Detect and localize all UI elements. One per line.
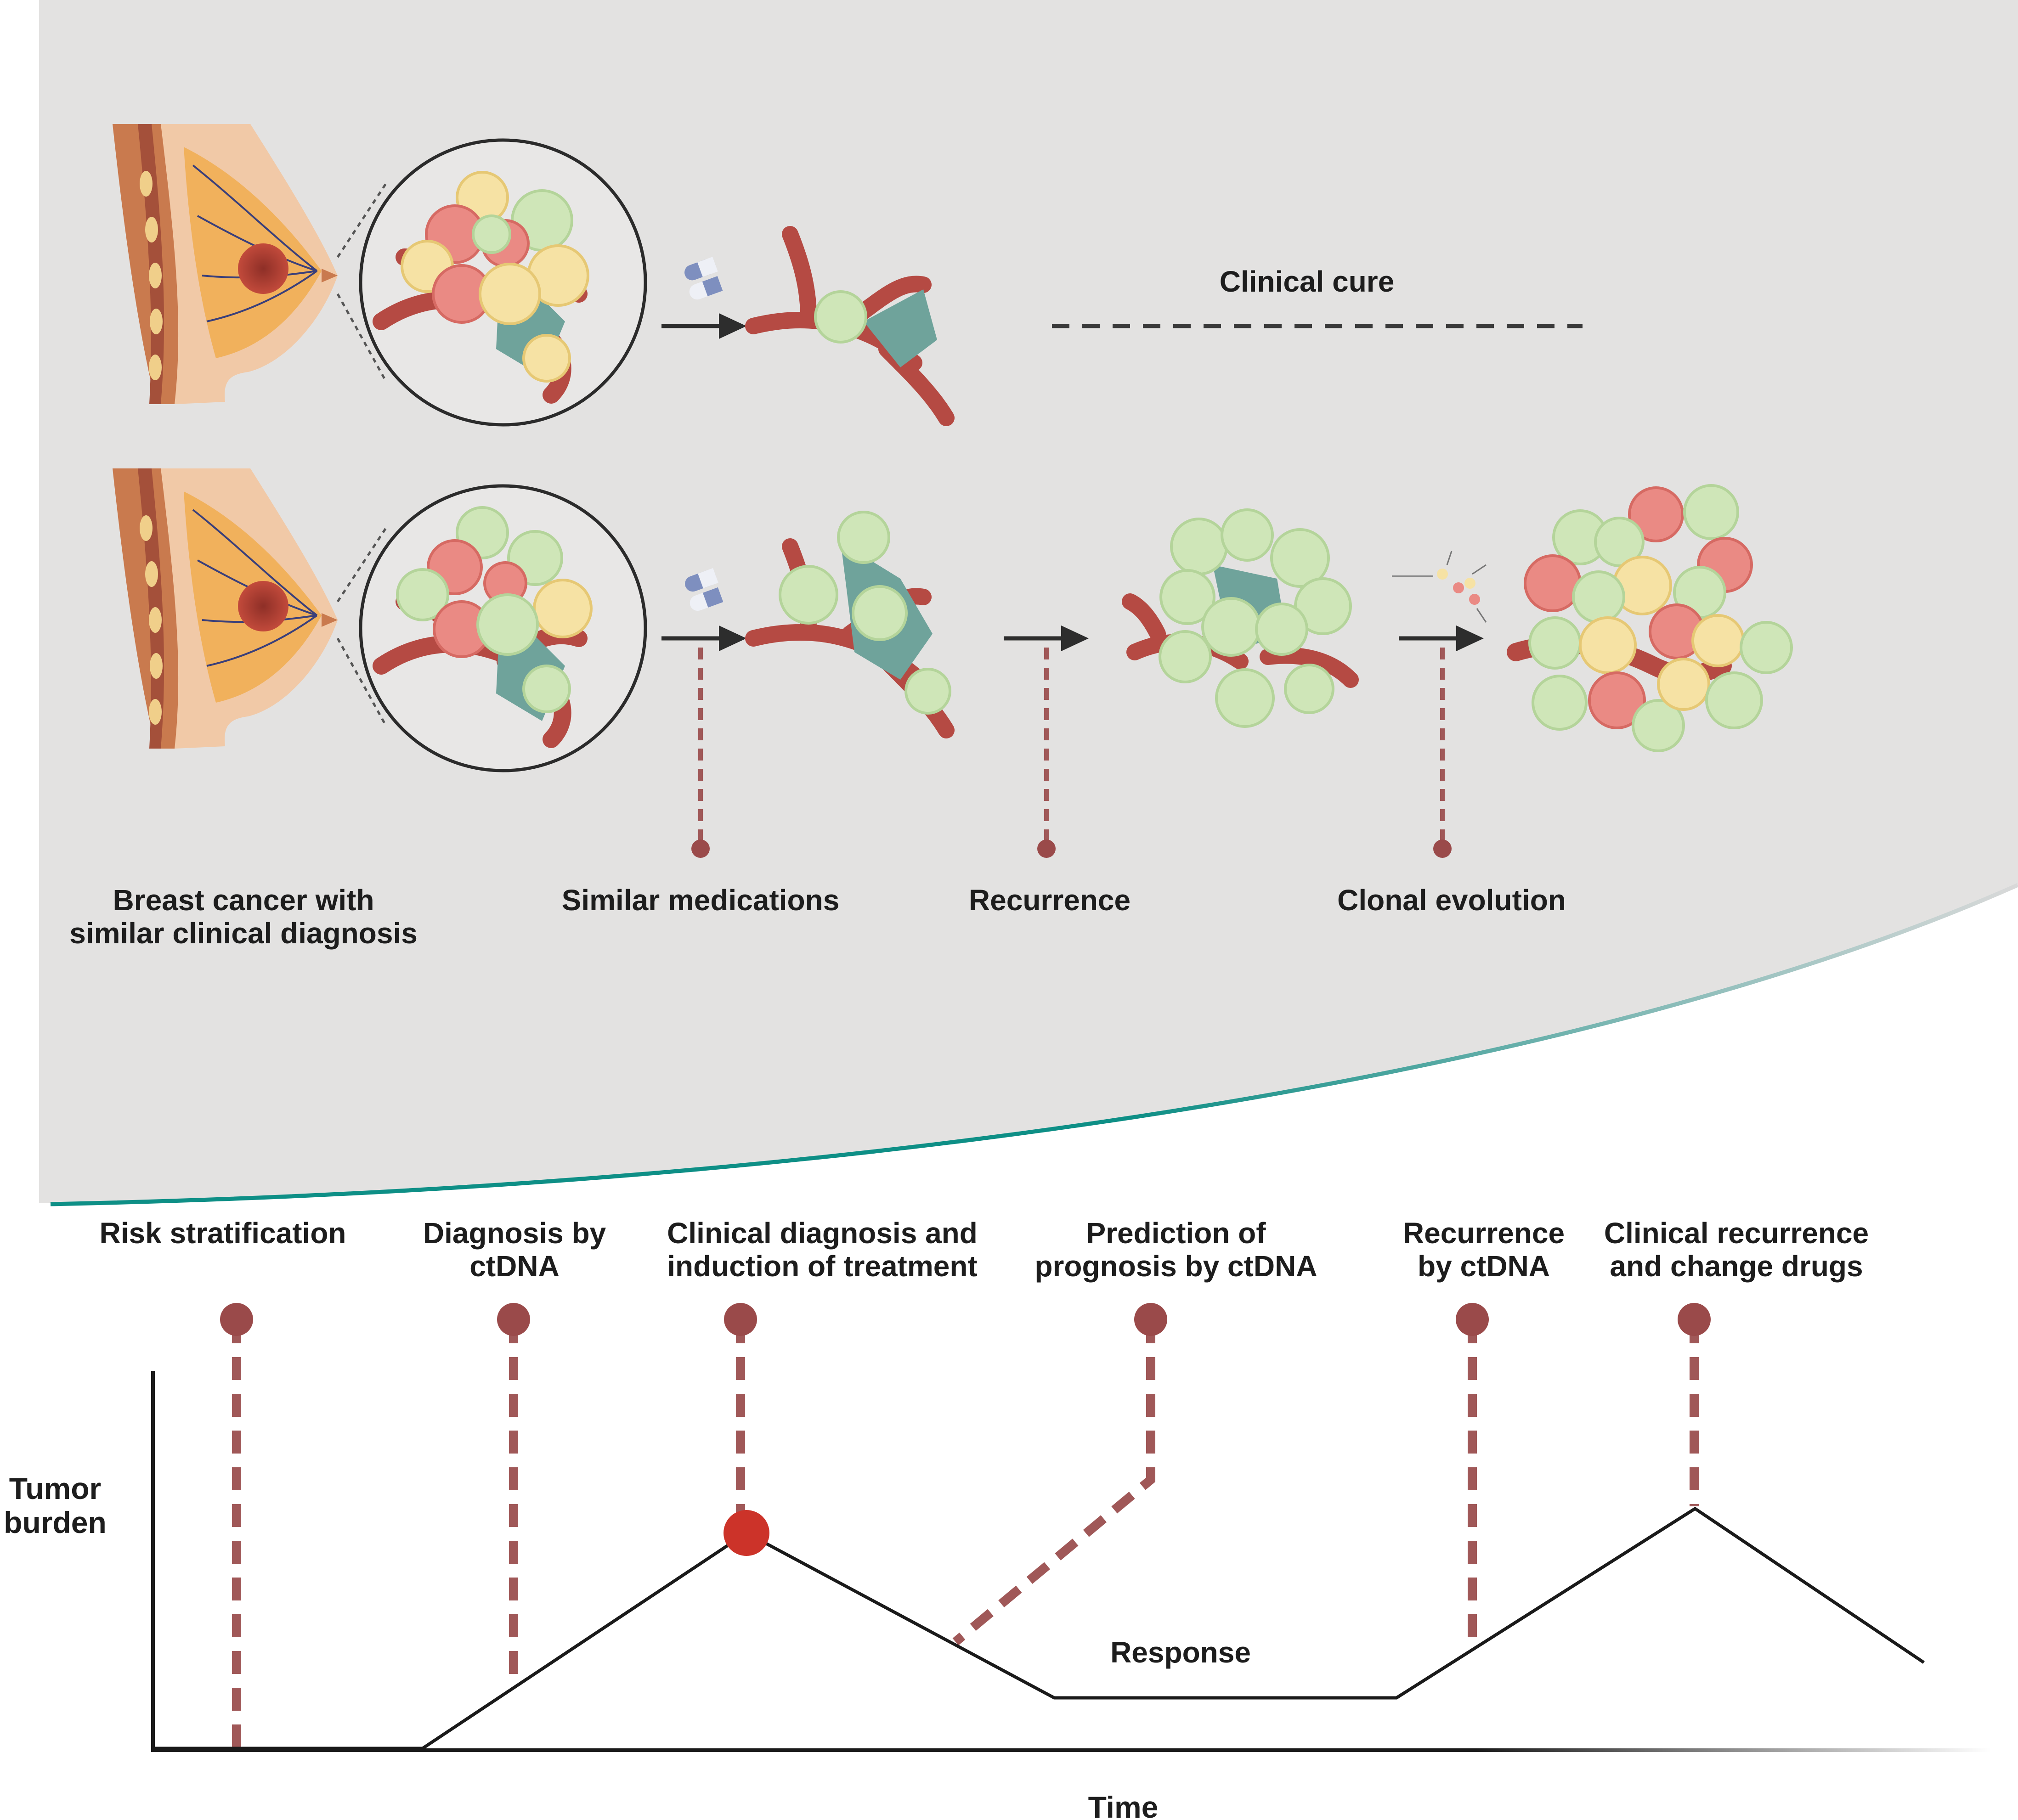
event-label-recurrence-ctdna-line2: by ctDNA <box>1417 1249 1550 1283</box>
event-label-risk-stratification-line1: Risk stratification <box>99 1217 346 1250</box>
event-label-recurrence-ctdna: Recurrence by ctDNA <box>1346 1217 1622 1283</box>
curve-label-response: Response <box>1110 1636 1251 1669</box>
y-axis-label-line2: burden <box>4 1505 107 1539</box>
event-label-diagnosis-ctdna: Diagnosis by ctDNA <box>377 1217 652 1283</box>
event-stem-risk-stratification <box>220 1303 253 1750</box>
x-axis-label: Time <box>1088 1790 1159 1820</box>
arrow-recurrence <box>1004 625 1089 651</box>
event-stem-clinical-diagnosis <box>724 1303 757 1516</box>
event-label-clinical-recurrence-line2: and change drugs <box>1610 1249 1863 1283</box>
breast-cancer-label-line2: similar clinical diagnosis <box>69 916 418 950</box>
event-label-risk-stratification: Risk stratification <box>62 1217 384 1250</box>
evolved-tumor-illustration <box>1507 484 1793 752</box>
pill-icon-top <box>684 257 723 300</box>
x-axis <box>153 1748 1990 1752</box>
breast-cancer-label-line1: Breast cancer with <box>113 884 374 917</box>
marker-similar-medications <box>691 648 710 858</box>
clonal-evolution-label: Clonal evolution <box>1337 884 1566 917</box>
event-label-clinical-diagnosis-line2: induction of treatment <box>667 1249 978 1283</box>
event-stem-prognosis-ctdna <box>952 1303 1167 1645</box>
similar-medications-label: Similar medications <box>561 884 840 917</box>
arrow-clonal-evolution <box>1399 625 1484 651</box>
clinical-cure-label: Clinical cure <box>1220 265 1395 298</box>
arrow-similar-medications <box>661 625 746 651</box>
event-label-diagnosis-ctdna-line2: ctDNA <box>469 1249 560 1283</box>
y-axis-label-line1: Tumor <box>9 1471 102 1505</box>
event-label-clinical-diagnosis-line1: Clinical diagnosis and <box>667 1217 978 1250</box>
clinical-diagnosis-point <box>724 1510 769 1556</box>
event-label-prognosis-ctdna-line2: prognosis by ctDNA <box>1034 1249 1317 1283</box>
event-label-clinical-recurrence-line1: Clinical recurrence <box>1604 1217 1869 1250</box>
breast-illustration-top <box>113 124 338 404</box>
event-label-recurrence-ctdna-line1: Recurrence <box>1402 1217 1565 1250</box>
zoom-line-bottom-lower <box>336 637 387 727</box>
panel-edge-curve <box>50 883 2018 1206</box>
event-label-clinical-recurrence: Clinical recurrence and change drugs <box>1576 1217 1897 1283</box>
recurrence-label: Recurrence <box>968 884 1131 917</box>
event-stem-clinical-recurrence <box>1678 1303 1711 1506</box>
treated-vessel-top <box>745 226 955 426</box>
event-label-prognosis-ctdna-line1: Prediction of <box>1086 1217 1266 1250</box>
y-axis-label: Tumor burden <box>0 1471 110 1540</box>
tumor-burden-curve <box>153 1506 1925 1750</box>
recurrent-tumor-illustration <box>1122 508 1359 728</box>
mutation-sparkle-icon <box>1392 551 1487 623</box>
zoom-line-top-lower <box>336 293 387 382</box>
breast-cancer-label: Breast cancer with similar clinical diag… <box>28 884 459 950</box>
event-label-clinical-diagnosis: Clinical diagnosis and induction of trea… <box>639 1217 1006 1283</box>
arrow-top-treatment <box>661 313 746 339</box>
marker-recurrence <box>1037 648 1056 858</box>
event-label-diagnosis-ctdna-line1: Diagnosis by <box>423 1217 606 1250</box>
event-stem-recurrence-ctdna <box>1456 1303 1489 1648</box>
pill-icon-bottom <box>685 568 724 611</box>
tumor-zoom-circle-top <box>359 138 647 427</box>
marker-clonal-evolution <box>1433 648 1452 858</box>
residual-tumor-illustration <box>745 511 955 738</box>
tumor-zoom-circle-bottom <box>359 484 647 772</box>
event-label-prognosis-ctdna: Prediction of prognosis by ctDNA <box>992 1217 1360 1283</box>
breast-illustration-bottom <box>113 468 338 749</box>
event-stem-diagnosis-ctdna <box>497 1303 530 1681</box>
